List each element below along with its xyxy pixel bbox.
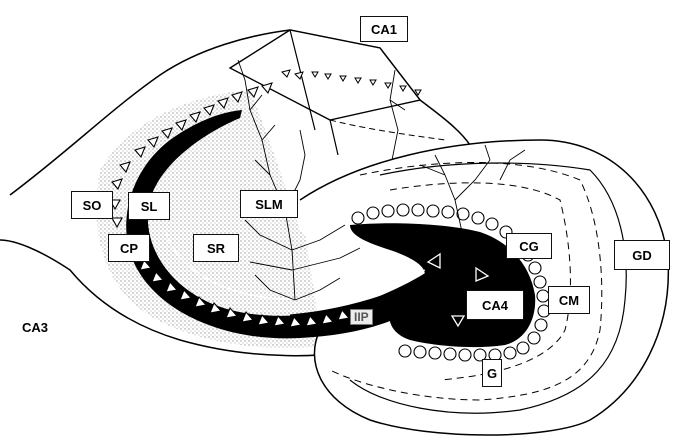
label-cm: CM <box>548 286 590 314</box>
label-cp: CP <box>108 234 150 262</box>
label-sr: SR <box>193 234 239 262</box>
label-cg: CG <box>506 233 552 259</box>
label-so: SO <box>71 191 113 219</box>
label-iip: IIP <box>350 309 373 325</box>
label-slm: SLM <box>240 190 298 218</box>
label-ca4: CA4 <box>466 290 524 320</box>
label-gd: GD <box>614 240 670 270</box>
label-g: G <box>482 359 502 387</box>
label-sl: SL <box>128 192 170 220</box>
label-ca3: CA3 <box>22 320 48 335</box>
label-ca1: CA1 <box>360 16 408 42</box>
